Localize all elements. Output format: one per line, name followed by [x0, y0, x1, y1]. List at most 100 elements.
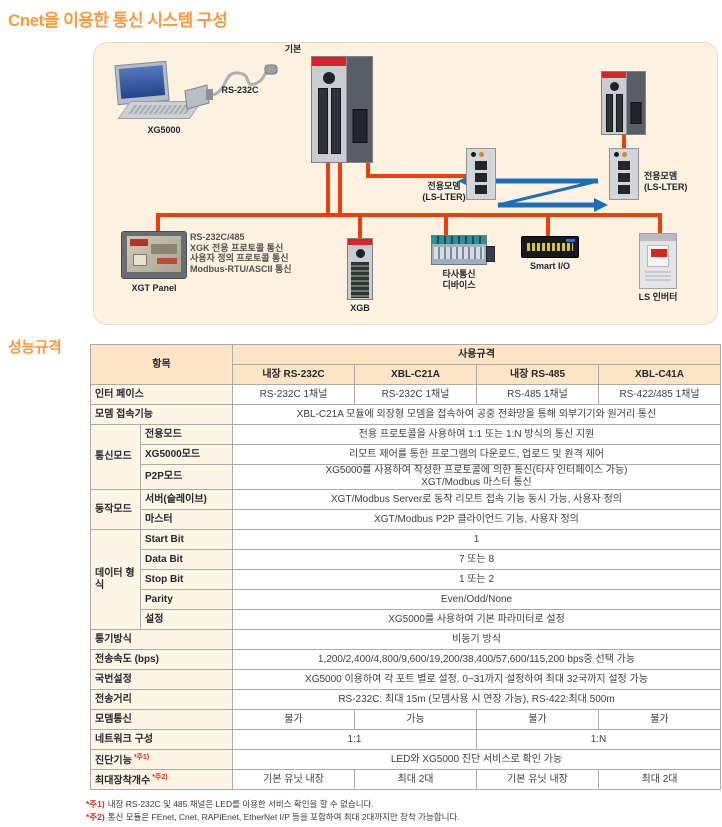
smart-io-image [521, 236, 579, 258]
modem-left-image [466, 148, 496, 200]
table-row: 최대장착개수*주2) 기본 유닛 내장 최대 2대 기본 유닛 내장 최대 2대 [90, 769, 721, 790]
table-row: 전송거리 RS-232C: 최대 15m (모뎀사용 시 연장 가능), RS-… [90, 689, 721, 710]
row-label-sync: 통기방식 [90, 629, 233, 650]
note-line: RS-232C/485 [190, 232, 245, 242]
table-row: XG5000모드 리모트 제어를 통한 프로그램의 다운로드, 업로드 및 원격… [91, 444, 721, 465]
row-label-xg5000-mode: XG5000모드 [140, 444, 233, 465]
table-row: 국번설정 XG5000 이용하여 각 포트 별로 설정. 0~31까지 설정하여… [90, 669, 721, 690]
modem-right-image [609, 148, 639, 200]
modem-to-remote-plc [622, 135, 626, 148]
remote-cpu-module [602, 72, 627, 134]
third-party-name-2: 디바이스 [442, 280, 476, 290]
footnote-1: *주1)내장 RS-232C 및 485 채널은 LED를 이용한 서비스 확인… [86, 798, 460, 811]
cell-max-mount-1: 최대 2대 [354, 769, 477, 790]
row-label-master: 마스터 [140, 509, 233, 530]
xgt-panel-notes: RS-232C/485 XGK 전용 프로토콜 통신 사용자 정의 프로토콜 통… [190, 232, 292, 274]
col-header-usage: 사용규격 [232, 344, 721, 365]
modem-left-model: (LS-LTER) [422, 192, 466, 202]
row-label-modem-conn: 모뎀 접속기능 [90, 404, 233, 425]
spec-table: 항목 사용규격 내장 RS-232C XBL-C21A 내장 RS-485 XB… [90, 344, 721, 790]
footnote-2-marker: *주2) [86, 811, 105, 822]
footnote-1-text: 내장 RS-232C 및 485 채널은 LED를 이용한 서비스 확인을 할 … [107, 799, 374, 809]
xgb-image [347, 238, 373, 300]
col-header-rs485: 내장 RS-485 [476, 364, 599, 385]
cell-interface-2: RS-485 1채널 [476, 384, 599, 405]
footnotes: *주1)내장 RS-232C 및 485 채널은 LED를 이용한 서비스 확인… [86, 798, 460, 823]
drop-xgt-panel [156, 213, 160, 233]
page-title: Cnet을 이용한 통신 시스템 구성 [8, 11, 228, 30]
table-row: 설정 XG5000를 사용하여 기본 파라미터로 설정 [91, 609, 721, 630]
cell-station: XG5000 이용하여 각 포트 별로 설정. 0~31까지 설정하여 최대 3… [232, 669, 721, 690]
note-line: 사용자 정의 프로토콜 통신 [190, 253, 289, 263]
cell-modem-comm-2: 불가 [476, 709, 599, 730]
cell-max-mount-2: 기본 유닛 내장 [476, 769, 599, 790]
label-modem-right: 전용모뎀 (LS-LTER) [644, 171, 708, 193]
group-op-mode: 동작모드 [90, 489, 141, 530]
table-row: 전송속도 (bps) 1,200/2,400/4,800/9,600/19,20… [90, 649, 721, 670]
row-label-p2p-mode: P2P모드 [140, 464, 233, 490]
label-xg5000: XG5000 [147, 125, 181, 135]
table-row: 통신모드 전용모드 전용 프로토콜을 사용하여 1:1 또는 1:N 방식의 통… [90, 424, 721, 490]
laptop-screen [114, 60, 170, 106]
modem-right-name: 전용모뎀 [644, 171, 678, 181]
cell-start-bit: 1 [232, 529, 721, 550]
drop-third-party [444, 213, 448, 235]
cell-modem-conn: XBL-C21A 모듈에 외장형 모뎀을 접속하여 공중 전화망을 통해 외부기… [232, 404, 721, 425]
label-third-party: 타사통신 디바이스 [431, 269, 487, 291]
col-header-xbl-c41a: XBL-C41A [598, 364, 721, 385]
cell-distance: RS-232C: 최대 15m (모뎀사용 시 연장 가능), RS-422:최… [232, 689, 721, 710]
cell-max-mount-0: 기본 유닛 내장 [232, 769, 355, 790]
modem-right-model: (LS-LTER) [644, 182, 688, 192]
table-row: 진단기능*주1) LED와 XG5000 진단 서비스로 확인 가능 [90, 749, 721, 770]
drop-xgb [358, 213, 362, 238]
cell-interface-3: RS-422/485 1채널 [598, 384, 721, 405]
col-header-xbl-c21a: XBL-C21A [354, 364, 477, 385]
modem-left-name: 전용모뎀 [427, 181, 461, 191]
row-label-parity: Parity [140, 589, 233, 610]
max-mount-footnote-ref: *주2) [152, 773, 168, 781]
table-row: 네트워크 구성 1:1 1:N [90, 729, 721, 750]
row-label-setting: 설정 [140, 609, 233, 630]
cell-data-bit: 7 또는 8 [232, 549, 721, 570]
cell-interface-0: RS-232C 1채널 [232, 384, 355, 405]
row-label-station: 국번설정 [90, 669, 233, 690]
row-label-stop-bit: Stop Bit [140, 569, 233, 590]
group-data-format: 데이터 형식 [90, 529, 141, 630]
cell-diagnosis: LED와 XG5000 진단 서비스로 확인 가능 [232, 749, 721, 770]
cell-network-1: 1:N [476, 729, 721, 750]
drop-inverter [658, 213, 662, 233]
note-line: XGK 전용 프로토콜 통신 [190, 242, 284, 253]
drop-plc-1 [326, 163, 330, 217]
cell-setting: XG5000를 사용하여 기본 파라미터로 설정 [232, 609, 721, 630]
p2p-value-line1: XG5000를 사용하여 작성한 프로토콜에 의한 통신(타사 인터페이스 가능… [325, 465, 628, 476]
footnote-2: *주2)통신 모듈은 FEnet, Cnet, RAPIEnet, EtherN… [86, 811, 460, 824]
system-diagram: XG5000 RS-232C 기본 [93, 42, 718, 325]
row-label-data-bit: Data Bit [140, 549, 233, 570]
row-label-modem-comm: 모뎀통신 [90, 709, 233, 730]
label-basic: 기본 [284, 44, 302, 54]
third-party-device-image [431, 235, 495, 265]
table-row: 모뎀통신 불가 가능 불가 불가 [90, 709, 721, 730]
table-row: 모뎀 접속기능 XBL-C21A 모듈에 외장형 모뎀을 접속하여 공중 전화망… [90, 404, 721, 425]
table-row: Data Bit 7 또는 8 [91, 549, 721, 570]
row-label-server: 서버(슬레이브) [140, 489, 233, 510]
table-row: 마스터 XGT/Modbus P2P 클라이언드 기능, 사용자 정의 [91, 509, 721, 530]
cell-modem-comm-1: 가능 [354, 709, 477, 730]
cell-modem-comm-0: 불가 [232, 709, 355, 730]
remote-cnet-module [627, 72, 645, 134]
plc-to-modem-v [366, 163, 370, 178]
ls-inverter-image [639, 233, 677, 289]
cell-modem-comm-3: 불가 [598, 709, 721, 730]
table-row: Stop Bit 1 또는 2 [91, 569, 721, 590]
footnote-1-marker: *주1) [86, 799, 105, 809]
label-rs232c: RS-232C [221, 85, 259, 95]
cell-parity: Even/Odd/None [232, 589, 721, 610]
row-label-interface: 인터 페이스 [90, 384, 233, 405]
drop-smart-io [546, 213, 550, 236]
cell-network-0: 1:1 [232, 729, 477, 750]
table-row: 데이터 형식 Start Bit 1 [90, 529, 721, 630]
table-row: P2P모드 XG5000를 사용하여 작성한 프로토콜에 의한 통신(타사 인터… [91, 464, 721, 490]
table-row: Parity Even/Odd/None [91, 589, 721, 610]
remote-plc-image [601, 71, 646, 135]
third-party-name-1: 타사통신 [442, 269, 476, 279]
